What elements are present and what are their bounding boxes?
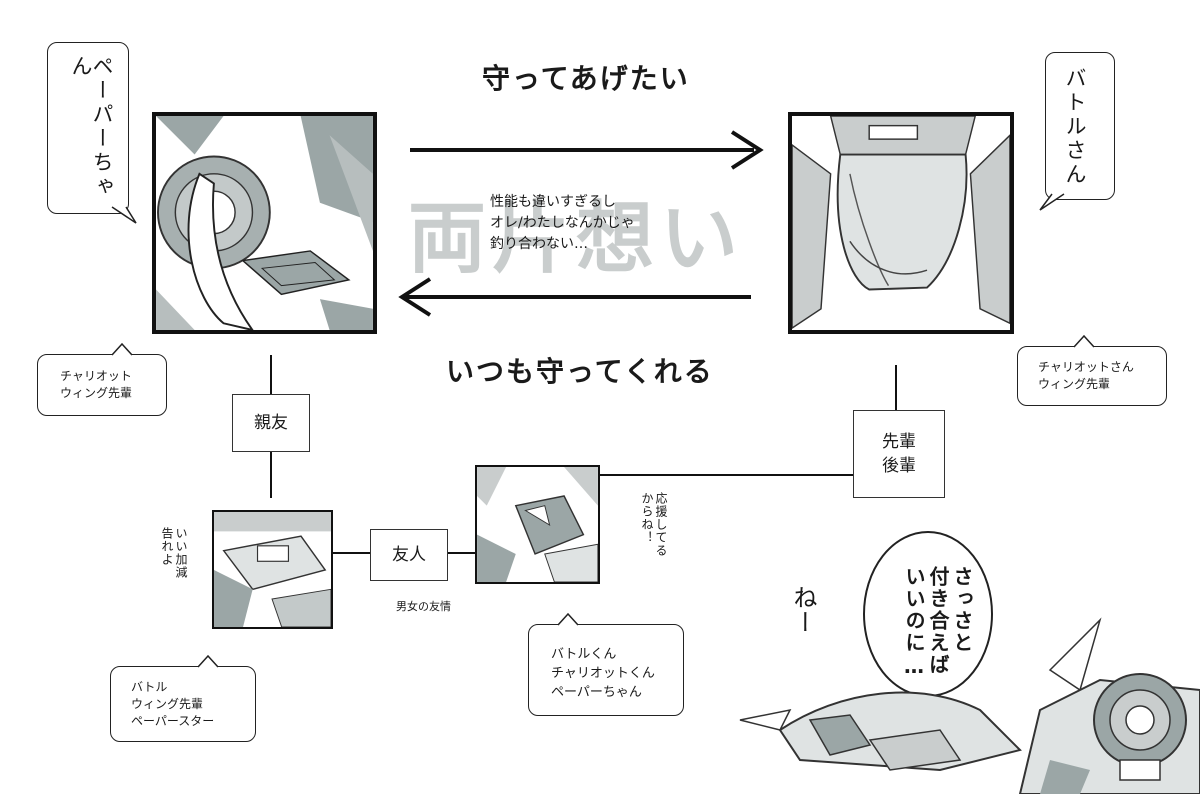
senpai-line-horizontal <box>600 474 853 476</box>
battle-nickname-text: チャリオットさん ウィング先輩 <box>1038 360 1134 391</box>
arrow-protected-shaft <box>405 295 751 299</box>
bubble-tail <box>197 654 219 668</box>
best-friend-line-top <box>270 355 272 395</box>
best-friend-box: 親友 <box>232 394 310 452</box>
arrow-protect-label: 守ってあげたい <box>482 62 690 95</box>
friend-line-right <box>448 552 475 554</box>
friend-line-left <box>333 552 370 554</box>
paper-character-illustration <box>156 116 373 330</box>
paper-nickname-text: チャリオット ウィング先輩 <box>60 369 133 400</box>
arrow-right-head-icon <box>730 130 764 170</box>
arrow-protect-shaft <box>410 148 754 152</box>
inferiority-text: 性能も違いすぎるし オレ/わたしなんかじゃ 釣り合わない… <box>490 194 635 252</box>
wing-character-panel <box>212 510 333 629</box>
mutual-crush-watermark: 両片想い <box>408 194 745 284</box>
bubble-tail <box>1073 334 1095 348</box>
paper-name-bubble: ペーパーちゃん <box>47 42 129 214</box>
best-friend-line-bottom <box>270 452 272 498</box>
bubble-tail <box>1039 193 1065 211</box>
bubble-tail <box>557 612 579 626</box>
paper-nickname-bubble: チャリオット ウィング先輩 <box>37 354 167 416</box>
bubble-tail <box>111 342 133 356</box>
chariot-character-panel <box>475 465 600 584</box>
bubble-tail <box>111 206 137 224</box>
wing-remark: いい加減 告れよ <box>160 527 188 579</box>
battle-name-text: バトルさん <box>1063 67 1087 187</box>
senpai-kouhai-box: 先輩 後輩 <box>853 410 945 498</box>
friend-box: 友人 <box>370 529 448 581</box>
ending-sfx: ねー <box>789 585 817 635</box>
arrow-left-head-icon <box>398 277 432 317</box>
battle-name-bubble: バトルさん <box>1045 52 1115 200</box>
battle-character-illustration <box>792 116 1010 329</box>
battle-character-panel <box>788 112 1014 334</box>
chariot-character-illustration <box>477 467 598 582</box>
paper-name-text: ペーパーちゃん <box>69 55 114 199</box>
battle-nickname-bubble: チャリオットさん ウィング先輩 <box>1017 346 1167 406</box>
peeking-characters-illustration <box>739 617 1200 794</box>
wing-nickname-text: バトル ウィング先輩 ペーパースター <box>131 680 215 728</box>
wing-nickname-bubble: バトル ウィング先輩 ペーパースター <box>110 666 256 742</box>
chariot-remark: 応援してる からね！ <box>640 492 668 557</box>
senpai-line-top <box>895 365 897 410</box>
chariot-nickname-text: バトルくん チャリオットくん ペーパーちゃん <box>551 647 655 700</box>
paper-character-panel <box>152 112 377 334</box>
ending-remark: さっさと 付き合えば いいのに… <box>902 566 974 680</box>
arrow-protected-label: いつも守ってくれる <box>446 355 714 388</box>
wing-character-illustration <box>214 512 331 627</box>
friendship-caption: 男女の友情 <box>396 600 451 613</box>
chariot-nickname-bubble: バトルくん チャリオットくん ペーパーちゃん <box>528 624 684 716</box>
